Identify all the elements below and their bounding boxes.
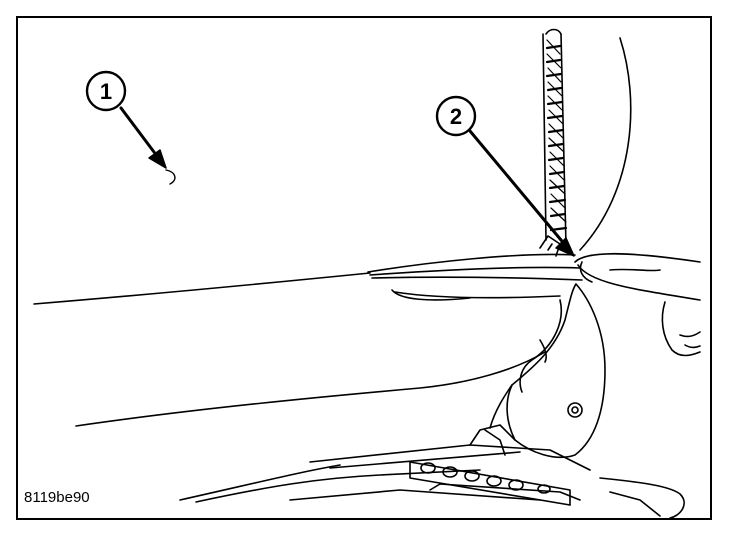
figure-frame: [16, 16, 712, 520]
callout-1-leader: [119, 106, 162, 162]
zipper-strip: [542, 28, 568, 247]
callout-2-arrowhead: [555, 237, 575, 257]
callout-1-arrowhead: [148, 149, 167, 169]
figure-id-label: 8119be90: [24, 489, 90, 506]
callout-2: 2: [435, 95, 575, 257]
callout-2-bubble: [435, 95, 477, 137]
callout-1-bubble: [85, 70, 127, 112]
callout-1-number: 1: [100, 79, 112, 104]
callout-1: 1: [85, 70, 176, 185]
callout-2-leader: [468, 129, 568, 248]
seat-track: [179, 424, 685, 519]
callout-2-number: 2: [450, 104, 462, 129]
recliner-shield: [489, 283, 606, 459]
seat-cushion-outline: [33, 272, 561, 427]
trim-panel: [367, 235, 583, 281]
hand: [574, 252, 701, 357]
seat-back-curve: [579, 37, 632, 251]
